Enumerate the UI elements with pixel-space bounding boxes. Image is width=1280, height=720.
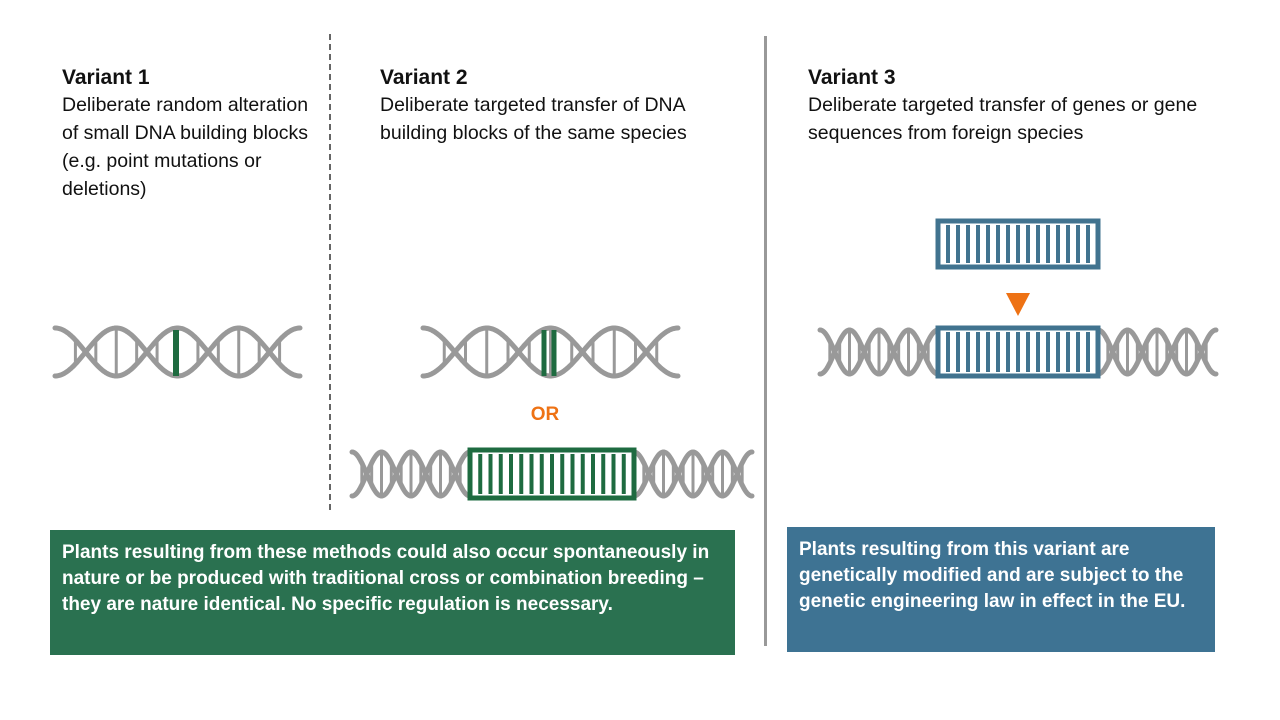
gene-insert-icon: [935, 218, 1101, 270]
solid-divider: [764, 36, 767, 646]
variant-3-title: Variant 3: [808, 66, 896, 89]
dna-variant-2b: [349, 447, 755, 501]
variant-1: Variant 1 Deliberate random alteration o…: [62, 65, 322, 203]
variant-2-title: Variant 2: [380, 66, 468, 89]
dna-variant-2a: [420, 325, 681, 379]
gmo-box: Plants resulting from this variant are g…: [787, 527, 1215, 652]
or-label: OR: [530, 404, 560, 425]
variant-2-description: Deliberate targeted transfer of DNA buil…: [380, 94, 687, 144]
variant-3: Variant 3 Deliberate targeted transfer o…: [808, 65, 1228, 147]
variant-1-title: Variant 1: [62, 66, 150, 89]
variant-1-description: Deliberate random alteration of small DN…: [62, 94, 309, 200]
arrow-down-icon: [1006, 293, 1030, 316]
variant-2: Variant 2 Deliberate targeted transfer o…: [380, 65, 730, 147]
nature-identical-box: Plants resulting from these methods coul…: [50, 530, 735, 655]
dashed-divider: [329, 34, 331, 510]
dna-variant-3: [817, 325, 1219, 379]
dna-variant-1: [52, 325, 303, 379]
variant-3-description: Deliberate targeted transfer of genes or…: [808, 94, 1198, 144]
